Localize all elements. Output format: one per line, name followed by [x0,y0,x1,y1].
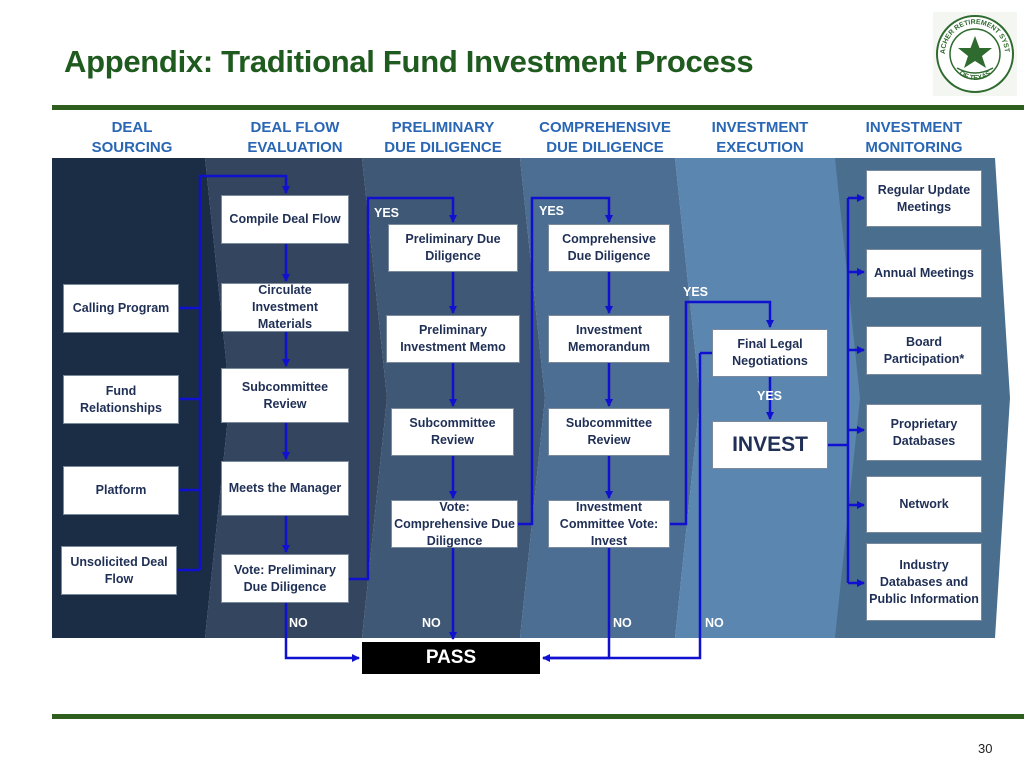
monitor-board-participation: Board Participation* [866,326,982,375]
comp-investment-memorandum: Investment Memorandum [548,315,670,363]
source-calling-program: Calling Program [63,284,179,333]
no-label-execution: NO [705,616,724,630]
yes-label-preliminary: YES [374,206,400,220]
chevron-execution [675,158,860,638]
eval-circulate-materials: Circulate Investment Materials [221,283,349,332]
eval-vote-preliminary-dd: Vote: Preliminary Due Diligence [221,554,349,603]
eval-subcommittee-review: Subcommittee Review [221,368,349,423]
yes-label-execution: YES [683,285,709,299]
trs-seal-logo: TEACHER RETIREMENT SYSTEM OF TEXAS [933,12,1017,96]
monitor-industry-databases: Industry Databases and Public Informatio… [866,543,982,621]
prelim-subcommittee-review: Subcommittee Review [391,408,514,456]
eval-meets-the-manager: Meets the Manager [221,461,349,516]
yes-label-invest: YES [757,389,783,403]
source-platform: Platform [63,466,179,515]
pass-box: PASS [362,642,540,674]
monitor-regular-update-meetings: Regular Update Meetings [866,170,982,227]
comp-due-diligence: Comprehensive Due Diligence [548,224,670,272]
exec-final-legal-negotiations: Final Legal Negotiations [712,329,828,377]
prelim-investment-memo: Preliminary Investment Memo [386,315,520,363]
comp-subcommittee-review: Subcommittee Review [548,408,670,456]
monitor-annual-meetings: Annual Meetings [866,249,982,298]
page-number: 30 [978,741,993,756]
prelim-due-diligence: Preliminary Due Diligence [388,224,518,272]
exec-invest: INVEST [712,421,828,469]
page-title: Appendix: Traditional Fund Investment Pr… [64,44,754,79]
prelim-vote-comprehensive-dd: Vote: Comprehensive Due Diligence [391,500,518,548]
yes-label-comprehensive: YES [539,204,565,218]
no-label-preliminary: NO [422,616,441,630]
footer-rule [52,714,1024,719]
no-label-comprehensive: NO [613,616,632,630]
source-fund-relationships: Fund Relationships [63,375,179,424]
eval-compile-deal-flow: Compile Deal Flow [221,195,349,244]
source-unsolicited-deal-flow: Unsolicited Deal Flow [61,546,177,595]
comp-ic-vote-invest: Investment Committee Vote: Invest [548,500,670,548]
title-rule [52,105,1024,110]
monitor-network: Network [866,476,982,533]
monitor-proprietary-databases: Proprietary Databases [866,404,982,461]
no-label-evaluation: NO [289,616,308,630]
